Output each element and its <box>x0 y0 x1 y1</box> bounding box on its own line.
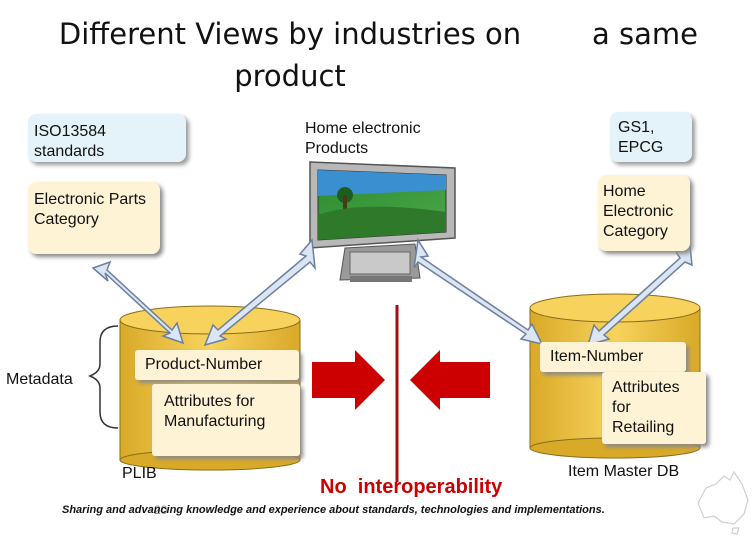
electronic-parts-box: Electronic Parts Category <box>28 182 160 254</box>
double-arrow-icon-left <box>91 260 185 345</box>
page-number: 20 <box>154 503 168 517</box>
double-arrow-icon-center-left <box>203 238 317 347</box>
page-title-line2: product <box>234 59 346 93</box>
electronic-parts-label: Electronic Parts Category <box>34 191 147 228</box>
metadata-brace <box>87 325 119 429</box>
attrs-manufacturing-label: Attributes for Manufacturing <box>164 393 266 430</box>
item-number-box: Item-Number <box>540 342 686 372</box>
attrs-retailing-label: Attributes for Retailing <box>612 379 680 436</box>
product-number-label: Product-Number <box>145 356 263 373</box>
iso-standards-box: ISO13584 standards <box>28 114 186 162</box>
home-category-box: Home Electronic Category <box>598 175 690 251</box>
item-number-label: Item-Number <box>550 348 644 365</box>
television-icon <box>309 161 456 282</box>
item-master-db-label: Item Master DB <box>568 463 680 480</box>
home-category-label: Home Electronic Category <box>603 183 674 240</box>
gs1-epcg-box: GS1, EPCG <box>610 112 692 162</box>
home-products-label: Home electronic Products <box>305 120 421 157</box>
no-interoperability-label: No interoperability <box>320 476 503 498</box>
product-number-box: Product-Number <box>135 350 299 380</box>
page-title-line1: Different Views by industries on <box>58 17 522 51</box>
double-arrow-icon-center-right <box>413 237 544 346</box>
attrs-manufacturing-box: Attributes for Manufacturing <box>152 384 300 456</box>
push-arrow-icon-right <box>410 350 490 410</box>
attrs-retailing-box: Attributes for Retailing <box>602 372 706 444</box>
page-title-right: a same <box>592 17 698 51</box>
push-arrow-icon-left <box>312 350 385 410</box>
footer-text: Sharing and advancing knowledge and expe… <box>62 504 605 516</box>
plib-label: PLIB <box>122 465 157 482</box>
gs1-epcg-label: GS1, EPCG <box>618 119 664 156</box>
metadata-label: Metadata <box>6 371 73 388</box>
australia-logo-icon <box>697 470 749 535</box>
iso-standards-label: ISO13584 standards <box>34 123 107 160</box>
